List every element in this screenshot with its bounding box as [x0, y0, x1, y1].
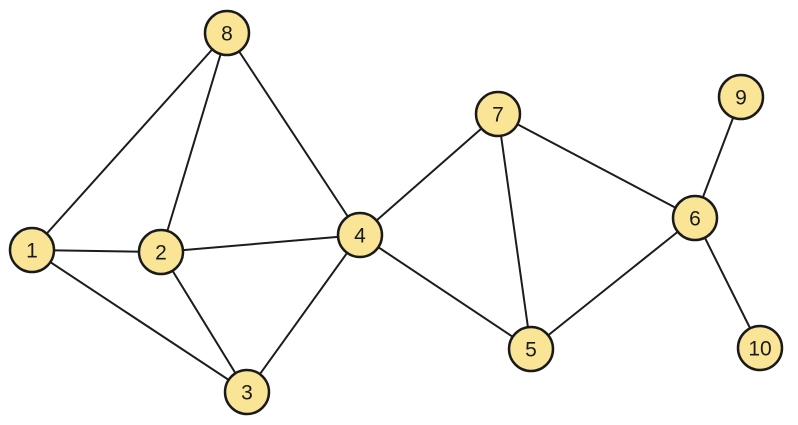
graph-edge-2-3 — [160, 251, 248, 393]
graph-node-10: 10 — [736, 324, 784, 372]
graph-node-circle-2 — [137, 228, 185, 276]
graph-node-circle-9 — [717, 73, 765, 121]
graph-edge-4-8 — [226, 32, 361, 236]
graph-node-circle-8 — [203, 9, 251, 57]
graph-node-circle-7 — [474, 90, 522, 138]
graph-node-8: 8 — [203, 9, 251, 57]
graph-node-label-6: 6 — [689, 208, 701, 231]
graph-node-1: 1 — [8, 226, 56, 274]
graph-node-circle-6 — [671, 194, 719, 242]
graph-node-label-4: 4 — [354, 225, 366, 248]
graph-node-3: 3 — [223, 368, 271, 416]
graph-edge-2-4 — [160, 234, 361, 253]
graph-edge-6-7 — [497, 113, 696, 219]
nodes-layer: 1 2 3 4 5 6 7 8 9 10 — [8, 9, 784, 416]
graph-node-label-2: 2 — [155, 242, 167, 265]
graph-node-label-9: 9 — [735, 87, 747, 110]
graph-node-9: 9 — [717, 73, 765, 121]
graph-edge-2-8 — [160, 32, 228, 253]
graph-node-circle-5 — [507, 325, 555, 373]
graph-node-4: 4 — [336, 211, 384, 259]
graph-node-circle-1 — [8, 226, 56, 274]
graph-edge-6-10 — [694, 217, 761, 349]
graph-node-2: 2 — [137, 228, 185, 276]
graph-edge-3-4 — [246, 234, 361, 393]
graph-node-label-10: 10 — [748, 338, 771, 361]
graph-edge-5-7 — [497, 113, 532, 350]
graph-node-circle-10 — [736, 324, 784, 372]
graph-node-circle-3 — [223, 368, 271, 416]
graph-node-label-3: 3 — [241, 382, 253, 405]
graph-node-label-7: 7 — [492, 104, 504, 127]
graph-node-label-1: 1 — [26, 240, 38, 263]
graph-node-7: 7 — [474, 90, 522, 138]
graph-edge-4-5 — [359, 234, 532, 350]
graph-node-label-5: 5 — [525, 339, 537, 362]
graph-edge-1-3 — [31, 249, 248, 393]
graph-edge-4-7 — [359, 113, 499, 236]
graph-edge-5-6 — [530, 217, 696, 350]
graph-node-label-8: 8 — [221, 23, 233, 46]
graph-node-circle-4 — [336, 211, 384, 259]
graph-node-6: 6 — [671, 194, 719, 242]
graph-edge-1-8 — [31, 32, 228, 251]
graph-node-5: 5 — [507, 325, 555, 373]
edges-layer — [31, 32, 761, 393]
